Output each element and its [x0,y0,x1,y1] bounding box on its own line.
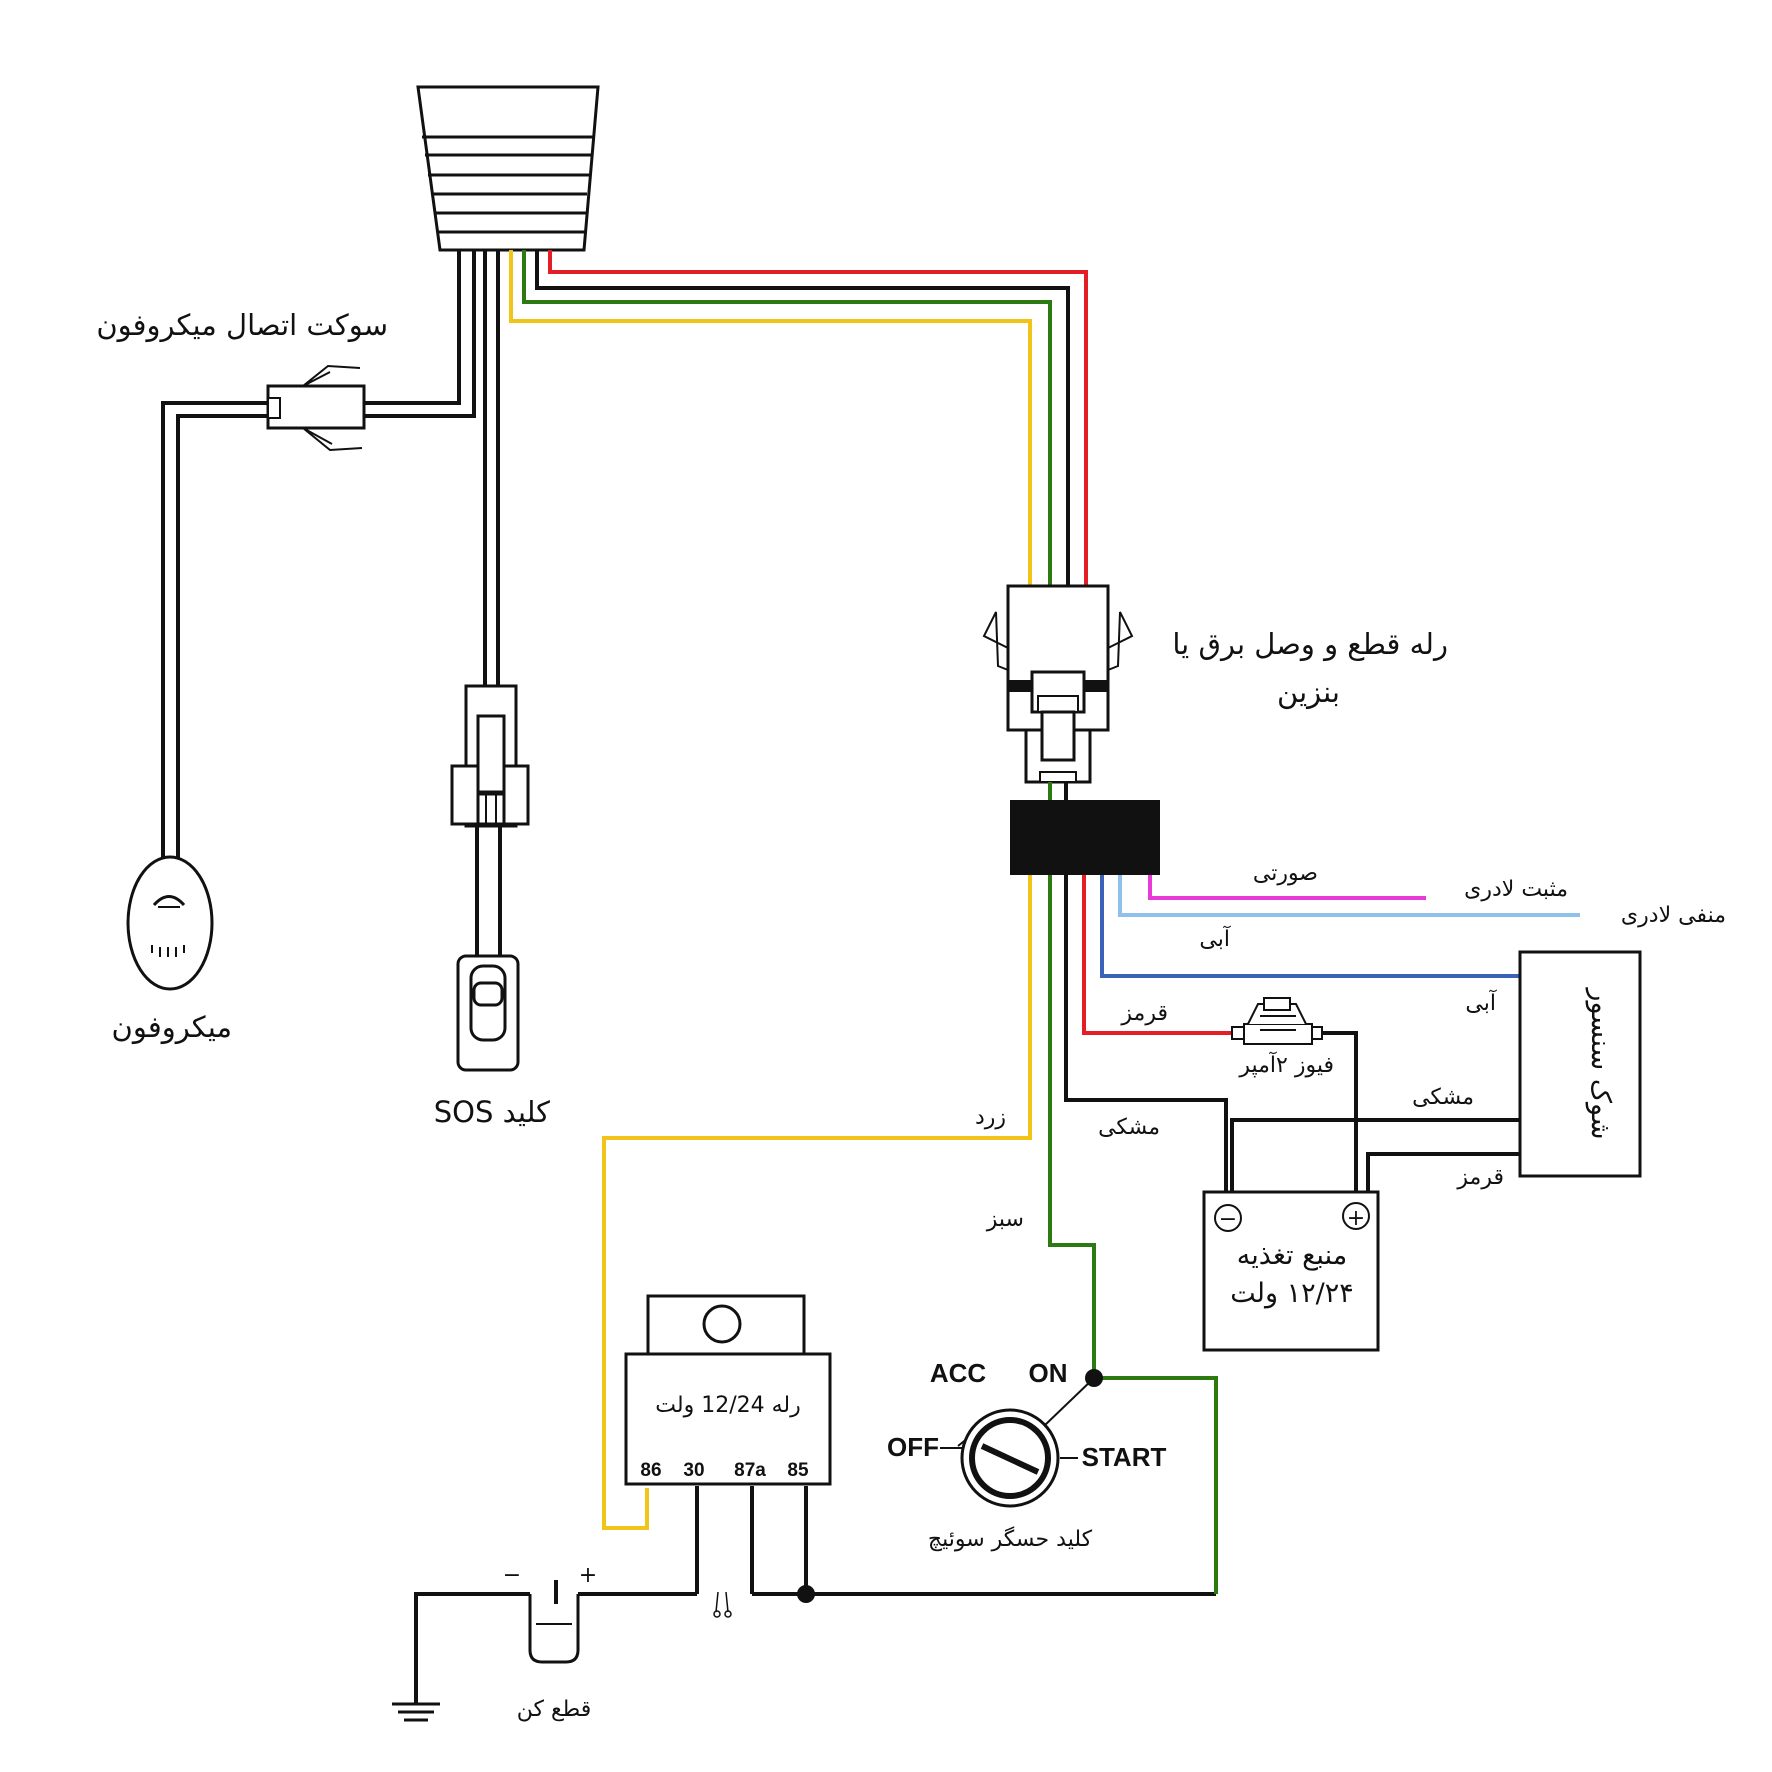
junction-wires [602,875,1580,1530]
power-minus-label: − [1219,1207,1237,1232]
bottom-circuit [414,1486,1216,1704]
cutoff-minus-label: − [503,1563,521,1588]
microphone-branch [126,250,476,991]
red-wire-fuse [1082,875,1232,1035]
pink-wire-label: صورتی [1253,861,1318,886]
cut-relay-label-1: رله قطع و وصل برق یا [1172,627,1448,661]
relay-pin-87a: 87a [734,1460,766,1481]
tracker-connector [416,85,600,252]
microphone-icon [126,855,214,991]
mic-socket-label: سوکت اتصال میکروفون [96,308,388,342]
red-wire-label-1: قرمز [1120,1001,1168,1026]
ignition-key-icon [940,1377,1095,1508]
black-wire-top [535,250,1070,586]
relay-title: رله 12/24 ولت [655,1393,800,1418]
cutoff-switch-icon [528,1580,580,1664]
green-wire-bottom [1094,1376,1218,1594]
ignition-off-label: OFF [887,1432,939,1462]
power-plus-label: + [1347,1206,1365,1231]
sos-key-label: کلید SOS [434,1095,550,1129]
sos-connector [450,684,530,828]
junction-block [1010,800,1160,875]
cutoff-plus-label: + [579,1563,597,1588]
black-wire-label-1: مشکی [1098,1115,1160,1140]
green-wire-top [522,250,1052,586]
yellow-wire-relay [602,875,1032,1530]
microphone-socket [266,364,366,452]
junction-dot [797,1585,815,1603]
black-wire-power [1064,875,1228,1192]
negative-lock-label: منفی لادری [1621,903,1726,928]
wire-break-icon [713,1591,732,1618]
ground-icon [392,1702,440,1722]
microphone-label: میکروفون [112,1010,232,1044]
green-wire-ignition [1048,875,1096,1378]
relay-pin-85: 85 [787,1460,809,1481]
pink-wire [1148,875,1426,900]
harness-wires [509,250,1088,586]
positive-lock-label: مثبت لادری [1464,877,1568,902]
fuse-label: فیوز ۲آمپر [1238,1051,1334,1078]
yellow-wire-label: زرد [975,1105,1006,1130]
relay-12-24v [624,1294,832,1486]
light-blue-label: آبی [1199,925,1230,952]
green-wire-label: سبز [986,1207,1024,1232]
ignition-key-label: کلید حسگر سوئیچ [928,1526,1093,1552]
relay-pin-30: 30 [683,1460,704,1481]
power-supply-label-1: منبع تغذیه [1237,1240,1347,1271]
cut-relay-label-2: بنزین [1277,675,1340,709]
black-wire-label-2: مشکی [1412,1085,1474,1110]
light-blue-wire [1118,875,1580,917]
cutoff-switch-label: قطع کن [517,1697,592,1722]
blue-label: آبی [1465,989,1496,1016]
relay-pin-86: 86 [640,1460,661,1481]
red-wire-label-2: قرمز [1456,1165,1504,1190]
power-supply-label-2: ۱۲/۲۴ ولت [1230,1278,1353,1309]
ignition-on-label: ON [1029,1358,1068,1388]
shock-sensor-label: شوک سنسور [1585,986,1616,1139]
sos-branch [450,250,530,1072]
ignition-start-label: START [1082,1442,1167,1472]
red-wire [548,250,1088,586]
cut-relay [982,584,1160,875]
sos-button-icon [456,954,520,1072]
blue-wire [1100,875,1520,978]
shock-sensor [1518,950,1642,1178]
fuse-icon [1231,997,1323,1045]
yellow-wire-top [509,250,1032,586]
ignition-acc-label: ACC [930,1358,987,1388]
power-supply [1202,1190,1380,1352]
